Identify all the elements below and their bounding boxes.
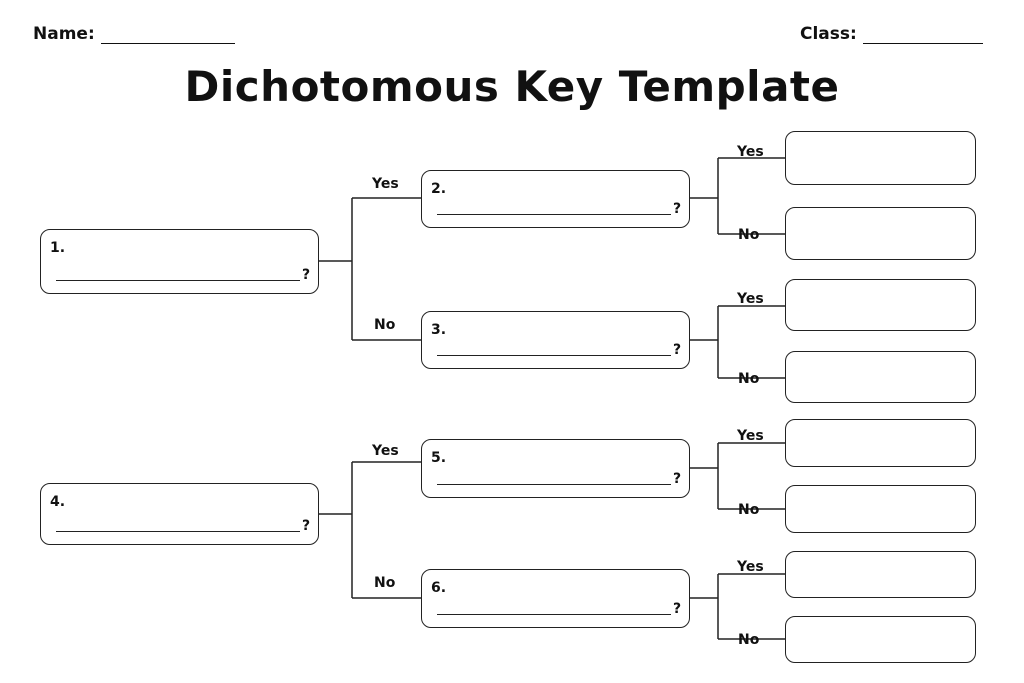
question-mark: ? xyxy=(673,201,682,217)
class-field[interactable]: Class: xyxy=(800,24,983,44)
connector-q1 xyxy=(319,197,421,341)
question-blank-line[interactable] xyxy=(56,279,300,281)
answer-box-5-yes[interactable] xyxy=(785,419,976,467)
answer-box-3-yes[interactable] xyxy=(785,279,976,331)
no-label-q3: No xyxy=(738,371,760,387)
answer-box-5-no[interactable] xyxy=(785,485,976,533)
answer-box-6-no[interactable] xyxy=(785,616,976,663)
answer-box-3-no[interactable] xyxy=(785,351,976,403)
yes-label-q2: Yes xyxy=(737,144,764,160)
yes-label-q3: Yes xyxy=(737,291,764,307)
name-field[interactable]: Name: xyxy=(33,24,235,44)
no-label-q5: No xyxy=(738,502,760,518)
question-number: 2. xyxy=(431,181,447,197)
question-box-4[interactable]: 4. ? xyxy=(40,483,319,545)
question-mark: ? xyxy=(302,518,311,534)
question-box-2[interactable]: 2. ? xyxy=(421,170,690,228)
yes-label-q5: Yes xyxy=(737,428,764,444)
question-mark: ? xyxy=(673,471,682,487)
question-number: 5. xyxy=(431,450,447,466)
class-label: Class: xyxy=(800,24,857,44)
question-mark: ? xyxy=(302,267,311,283)
question-box-1[interactable]: 1. ? xyxy=(40,229,319,294)
name-label: Name: xyxy=(33,24,95,44)
connector-q2 xyxy=(690,157,785,235)
question-blank-line[interactable] xyxy=(437,213,671,215)
question-number: 1. xyxy=(50,240,66,256)
question-blank-line[interactable] xyxy=(437,483,671,485)
no-label-q4: No xyxy=(374,575,396,591)
question-number: 6. xyxy=(431,580,447,596)
question-box-6[interactable]: 6. ? xyxy=(421,569,690,628)
question-blank-line[interactable] xyxy=(437,613,671,615)
question-number: 4. xyxy=(50,494,66,510)
question-blank-line[interactable] xyxy=(437,354,671,356)
question-number: 3. xyxy=(431,322,447,338)
answer-box-2-no[interactable] xyxy=(785,207,976,260)
answer-box-2-yes[interactable] xyxy=(785,131,976,185)
question-mark: ? xyxy=(673,342,682,358)
page-title: Dichotomous Key Template xyxy=(184,62,840,111)
connector-q3 xyxy=(690,305,785,379)
answer-box-6-yes[interactable] xyxy=(785,551,976,598)
no-label-q2: No xyxy=(738,227,760,243)
question-mark: ? xyxy=(673,601,682,617)
no-label-q1: No xyxy=(374,317,396,333)
connector-q4 xyxy=(319,461,421,599)
connector-q6 xyxy=(690,573,785,640)
name-blank-line[interactable] xyxy=(100,27,235,44)
yes-label-q1: Yes xyxy=(372,176,399,192)
connector-q5 xyxy=(690,442,785,510)
question-box-5[interactable]: 5. ? xyxy=(421,439,690,498)
yes-label-q6: Yes xyxy=(737,559,764,575)
question-box-3[interactable]: 3. ? xyxy=(421,311,690,369)
question-blank-line[interactable] xyxy=(56,530,300,532)
class-blank-line[interactable] xyxy=(862,27,983,44)
yes-label-q4: Yes xyxy=(372,443,399,459)
no-label-q6: No xyxy=(738,632,760,648)
